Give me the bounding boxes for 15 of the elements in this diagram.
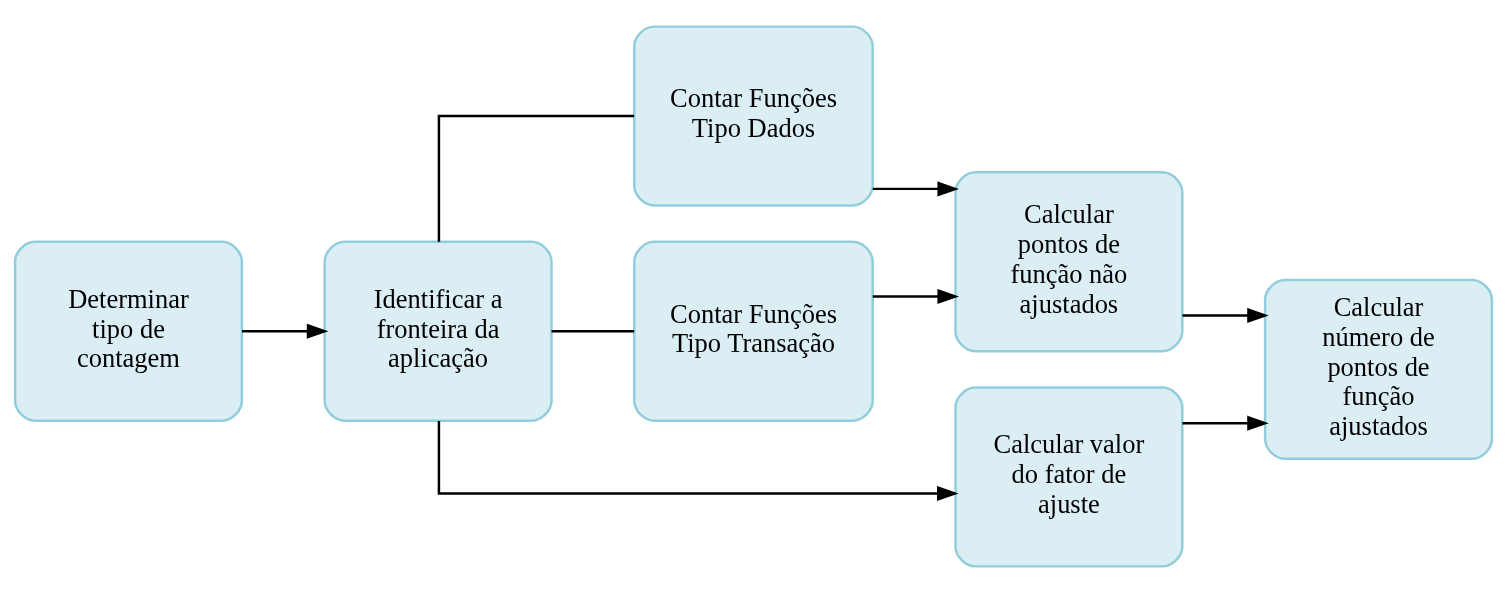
node-box: Contar Funções Tipo Transação xyxy=(633,240,874,422)
node-box: Calcular número de pontos de função ajustados xyxy=(1263,278,1494,460)
connector xyxy=(437,114,635,242)
arrow xyxy=(872,288,959,305)
arrow xyxy=(1182,308,1269,324)
node-box: Identificar a fronteira da aplicação xyxy=(323,240,553,422)
arrow xyxy=(872,181,959,197)
node-box: Determinar tipo de contagem xyxy=(13,240,244,422)
arrow xyxy=(1182,415,1269,431)
arrow xyxy=(242,323,329,339)
node-box: Calcular valor do fator de ajuste xyxy=(954,386,1184,568)
node-box: Contar Funções Tipo Dados xyxy=(633,25,874,207)
node-box: Calcular pontos de função não ajustados xyxy=(954,171,1184,353)
connector xyxy=(551,330,635,333)
arrow xyxy=(437,420,959,502)
